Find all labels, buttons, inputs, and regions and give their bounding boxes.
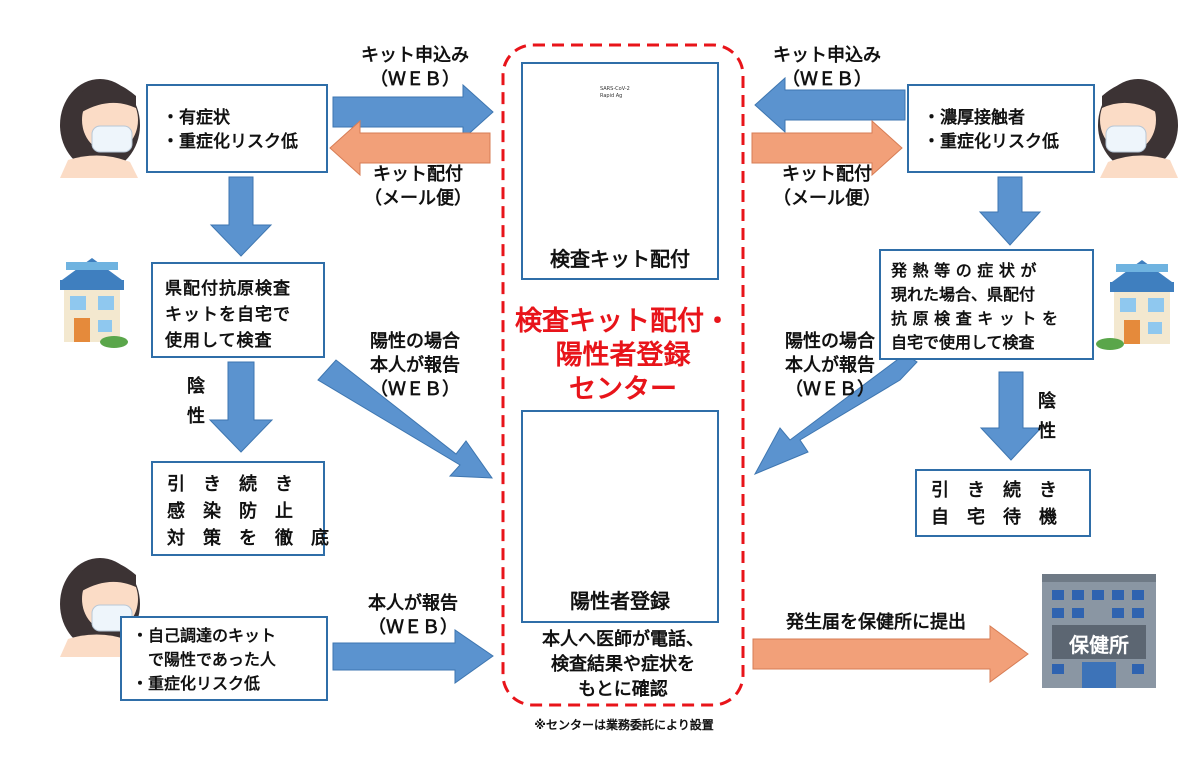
- arrow-bottom-report: [332, 629, 494, 684]
- kit-card-text: SARS-CoV-2 Rapid Ag: [600, 86, 630, 99]
- left-result-box: 引 き 続 き 感 染 防 止 対 策 を 徹 底: [151, 461, 329, 556]
- center-note: ※センターは業務委託により設置: [534, 718, 714, 732]
- right-negative-label-1: 陰: [1038, 391, 1056, 412]
- left-result-text: 引 き 続 き 感 染 防 止 対 策 を 徹 底: [167, 474, 329, 549]
- arrow-submit: [752, 625, 1029, 683]
- center-title: 検査キット配付・ 陽性者登録 センター: [515, 306, 731, 405]
- left-positive-label: 陽性の場合 本人が報告 （ＷＥＢ）: [370, 331, 460, 400]
- health-center-building: [1042, 574, 1156, 688]
- self-kit-person-box: ・自己調達のキット で陽性であった人 ・重症化リスク低: [120, 616, 328, 701]
- left-person-text: ・有症状 ・重症化リスク低: [162, 108, 298, 152]
- positive-register-box: [521, 410, 719, 623]
- house-icon-right: [1096, 260, 1174, 350]
- arrow-right-apply: [754, 76, 906, 134]
- confirm-text: 本人へ医師が電話、 検査結果や症状を もとに確認: [542, 629, 704, 700]
- kit-delivery-box: [521, 62, 719, 280]
- right-negative-label-2: 性: [1038, 421, 1056, 442]
- arrow-left-down-1: [209, 176, 273, 257]
- left-test-text: 県配付抗原検査 キットを自宅で 使用して検査: [165, 279, 291, 351]
- arrow-right-down-1: [978, 176, 1042, 246]
- arrow-left-down-2: [208, 361, 274, 453]
- left-person-box: ・有症状 ・重症化リスク低: [146, 84, 328, 173]
- right-result-text: 引 き 続 き 自 宅 待 機: [931, 480, 1057, 528]
- person-icon-right-top: [1098, 79, 1178, 178]
- right-person-box: ・濃厚接触者 ・重症化リスク低: [907, 84, 1095, 173]
- right-person-text: ・濃厚接触者 ・重症化リスク低: [923, 108, 1059, 152]
- arrow-right-down-2: [979, 371, 1043, 461]
- right-deliver-label: キット配付 （メール便）: [773, 164, 881, 209]
- house-icon-left: [60, 258, 128, 348]
- arrow-left-diagonal: [317, 359, 493, 479]
- left-negative-label-2: 性: [187, 406, 205, 427]
- kit-delivery-label: 検査キット配付: [550, 247, 690, 271]
- arrow-left-deliver: [329, 119, 491, 177]
- arrow-right-deliver: [751, 119, 903, 177]
- arrow-right-diagonal: [753, 353, 918, 476]
- health-center-sign: 保健所: [1069, 633, 1129, 657]
- right-test-box: 発 熱 等 の 症 状 が 現れた場合、県配付 抗 原 検 査 キ ッ ト を …: [879, 249, 1094, 360]
- self-report-label: 本人が報告 （ＷＥＢ）: [368, 593, 458, 638]
- right-apply-label: キット申込み （ＷＥＢ）: [773, 45, 881, 90]
- submit-report-label: 発生届を保健所に提出: [786, 612, 966, 633]
- right-test-text: 発 熱 等 の 症 状 が 現れた場合、県配付 抗 原 検 査 キ ッ ト を …: [891, 261, 1058, 352]
- left-test-box: 県配付抗原検査 キットを自宅で 使用して検査: [151, 262, 325, 358]
- right-result-box: 引 き 続 き 自 宅 待 機: [915, 469, 1091, 537]
- self-kit-person-text: ・自己調達のキット で陽性であった人 ・重症化リスク低: [132, 626, 277, 693]
- left-deliver-label: キット配付 （メール便）: [364, 164, 472, 209]
- left-negative-label-1: 陰: [187, 376, 205, 397]
- left-apply-label: キット申込み （ＷＥＢ）: [361, 45, 469, 90]
- person-icon-left-bottom: [60, 558, 140, 657]
- right-positive-label: 陽性の場合 本人が報告 （ＷＥＢ）: [785, 331, 875, 400]
- positive-register-label: 陽性者登録: [570, 589, 670, 613]
- person-icon-left-top: [60, 79, 140, 178]
